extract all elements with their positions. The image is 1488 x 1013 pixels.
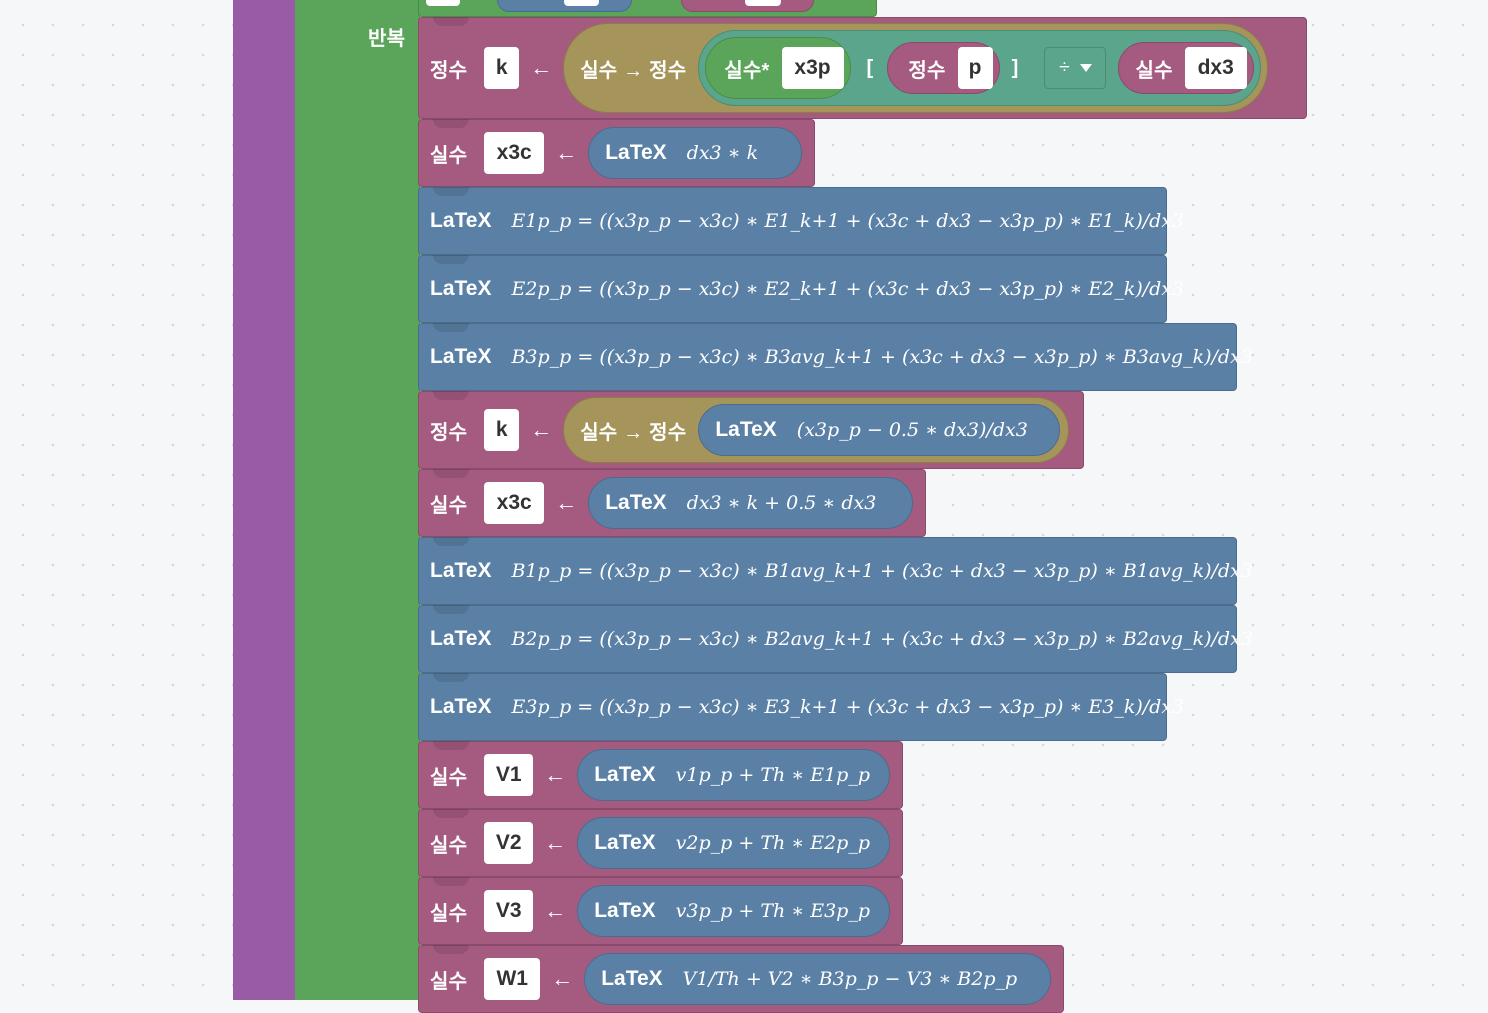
- latex-label: LaTeX: [601, 967, 663, 990]
- variable-v2-field[interactable]: V2: [484, 822, 534, 864]
- variable-w1-field[interactable]: W1: [484, 958, 541, 1000]
- divide-block[interactable]: 실수* x3p [ 정수 p ] ÷ 실수 dx3: [698, 30, 1261, 106]
- latex-label: LaTeX: [430, 695, 492, 718]
- variable-v1-field[interactable]: V1: [484, 754, 534, 796]
- real-to-int-block[interactable]: 실수 → 정수 실수* x3p [ 정수 p ] ÷ 실수 dx3: [563, 23, 1268, 113]
- real-assign-x3c-block-2[interactable]: 실수 x3c ← LaTeX dx3 ∗ k + 0.5 ∗ dx3: [418, 469, 926, 537]
- real-assign-v3-block[interactable]: 실수 V3 ← LaTeX v3p_p + Th ∗ E3p_p: [418, 877, 903, 945]
- latex-statement-b1[interactable]: LaTeX B1p_p = ((x3p_p − x3c) ∗ B1avg_k+1…: [418, 537, 1253, 605]
- latex-expression-pill[interactable]: LaTeX V1/Th + V2 ∗ B3p_p − V3 ∗ B2p_p: [584, 953, 1052, 1005]
- latex-expression[interactable]: V1/Th + V2 ∗ B3p_p − V3 ∗ B2p_p: [682, 968, 1018, 990]
- real-to-int-label: 실수 → 정수: [580, 59, 687, 82]
- operator-dropdown[interactable]: ÷: [1044, 47, 1107, 89]
- latex-label: LaTeX: [605, 491, 667, 514]
- latex-statement-e1[interactable]: LaTeX E1p_p = ((x3p_p − x3c) ∗ E1_k+1 + …: [418, 187, 1184, 255]
- assign-arrow: ←: [551, 966, 574, 991]
- latex-label: LaTeX: [594, 831, 656, 854]
- latex-expression-pill[interactable]: LaTeX dx3 ∗ k + 0.5 ∗ dx3: [588, 477, 914, 529]
- latex-statement-b3[interactable]: LaTeX B3p_p = ((x3p_p − x3c) ∗ B3avg_k+1…: [418, 323, 1253, 391]
- previous-field[interactable]: [564, 0, 599, 6]
- bracket-open: [: [866, 56, 874, 79]
- latex-label: LaTeX: [430, 627, 492, 650]
- real-type-label: 실수: [430, 970, 468, 993]
- latex-expression-pill[interactable]: LaTeX v3p_p + Th ∗ E3p_p: [577, 885, 891, 937]
- real-to-int-label: 실수 → 정수: [580, 421, 687, 444]
- latex-expression[interactable]: (x3p_p − 0.5 ∗ dx3)/dx3: [796, 419, 1028, 441]
- latex-expression[interactable]: v2p_p + Th ∗ E2p_p: [675, 832, 871, 854]
- latex-label: LaTeX: [430, 559, 492, 582]
- latex-expression[interactable]: dx3 ∗ k + 0.5 ∗ dx3: [686, 492, 877, 514]
- latex-expression[interactable]: dx3 ∗ k: [686, 142, 759, 164]
- assign-arrow: ←: [530, 55, 553, 80]
- latex-statement-e3[interactable]: LaTeX E3p_p = ((x3p_p − x3c) ∗ E3_k+1 + …: [418, 673, 1184, 741]
- real-type-label: 실수: [430, 766, 468, 789]
- variable-x3p-field[interactable]: x3p: [781, 47, 844, 89]
- latex-expression-pill[interactable]: LaTeX v2p_p + Th ∗ E2p_p: [577, 817, 891, 869]
- outer-loop-body[interactable]: [295, 0, 357, 1000]
- procedure-block-body[interactable]: [233, 0, 296, 1000]
- real-assign-v2-block[interactable]: 실수 V2 ← LaTeX v2p_p + Th ∗ E2p_p: [418, 809, 903, 877]
- int-type-label: 정수: [430, 421, 468, 444]
- latex-statement-b2[interactable]: LaTeX B2p_p = ((x3p_p − x3c) ∗ B2avg_k+1…: [418, 605, 1253, 673]
- bracket-close: ]: [1011, 56, 1019, 79]
- divide-operator: ÷: [1059, 57, 1070, 78]
- latex-expression[interactable]: B3p_p = ((x3p_p − x3c) ∗ B3avg_k+1 + (x3…: [511, 346, 1253, 368]
- latex-label: LaTeX: [430, 345, 492, 368]
- real-type-label: 실수: [430, 494, 468, 517]
- int-type-label: 정수: [908, 59, 946, 82]
- latex-expression[interactable]: B2p_p = ((x3p_p − x3c) ∗ B2avg_k+1 + (x3…: [511, 628, 1253, 650]
- assign-arrow: ←: [555, 140, 578, 165]
- chevron-down-icon: [1079, 64, 1092, 72]
- latex-label: LaTeX: [605, 141, 667, 164]
- latex-label: LaTeX: [430, 209, 492, 232]
- real-to-int-block[interactable]: 실수 → 정수 LaTeX (x3p_p − 0.5 ∗ dx3)/dx3: [563, 397, 1070, 463]
- latex-expression-pill[interactable]: LaTeX dx3 ∗ k: [588, 127, 803, 179]
- latex-expression-pill[interactable]: LaTeX (x3p_p − 0.5 ∗ dx3)/dx3: [698, 404, 1061, 456]
- latex-expression[interactable]: E2p_p = ((x3p_p − x3c) ∗ E2_k+1 + (x3c +…: [511, 278, 1185, 300]
- variable-k-field[interactable]: k: [484, 47, 520, 89]
- repeat-block-body[interactable]: [356, 0, 420, 1000]
- variable-x3c-field[interactable]: x3c: [484, 482, 545, 524]
- latex-statement-e2[interactable]: LaTeX E2p_p = ((x3p_p − x3c) ∗ E2_k+1 + …: [418, 255, 1184, 323]
- int-assign-k-block-2[interactable]: 정수 k ← 실수 → 정수 LaTeX (x3p_p − 0.5 ∗ dx3)…: [418, 391, 1084, 469]
- real-type-label: 실수: [1135, 59, 1173, 82]
- int-index-block[interactable]: 정수 p: [887, 42, 1000, 94]
- variable-k-field[interactable]: k: [484, 409, 520, 451]
- assign-arrow: ←: [555, 490, 578, 515]
- latex-expression[interactable]: v1p_p + Th ∗ E1p_p: [675, 764, 871, 786]
- previous-field[interactable]: [426, 0, 460, 6]
- variable-p-field[interactable]: p: [957, 47, 993, 89]
- latex-label: LaTeX: [594, 899, 656, 922]
- latex-expression-pill[interactable]: LaTeX v1p_p + Th ∗ E1p_p: [577, 749, 891, 801]
- int-assign-k-block[interactable]: 정수 k ← 실수 → 정수 실수* x3p [ 정수 p ] ÷ 실수 dx3: [418, 17, 1307, 119]
- variable-v3-field[interactable]: V3: [484, 890, 534, 932]
- real-type-label: 실수: [430, 144, 468, 167]
- int-type-label: 정수: [430, 59, 468, 82]
- real-list-block[interactable]: 실수* x3p: [705, 37, 851, 99]
- variable-x3c-field[interactable]: x3c: [484, 132, 545, 174]
- latex-expression[interactable]: E1p_p = ((x3p_p − x3c) ∗ E1_k+1 + (x3c +…: [511, 210, 1185, 232]
- assign-arrow: ←: [530, 417, 553, 442]
- latex-label: LaTeX: [430, 277, 492, 300]
- assign-arrow: ←: [544, 830, 567, 855]
- real-assign-v1-block[interactable]: 실수 V1 ← LaTeX v1p_p + Th ∗ E1p_p: [418, 741, 903, 809]
- latex-label: LaTeX: [715, 418, 777, 441]
- latex-expression[interactable]: v3p_p + Th ∗ E3p_p: [675, 900, 871, 922]
- assign-arrow: ←: [544, 762, 567, 787]
- latex-expression[interactable]: B1p_p = ((x3p_p − x3c) ∗ B1avg_k+1 + (x3…: [511, 560, 1253, 582]
- latex-expression[interactable]: E3p_p = ((x3p_p − x3c) ∗ E3_k+1 + (x3c +…: [511, 696, 1185, 718]
- assign-arrow: ←: [544, 898, 567, 923]
- real-type-label: 실수: [430, 834, 468, 857]
- real-assign-w1-block[interactable]: 실수 W1 ← LaTeX V1/Th + V2 ∗ B3p_p − V3 ∗ …: [418, 945, 1064, 1013]
- real-assign-x3c-block[interactable]: 실수 x3c ← LaTeX dx3 ∗ k: [418, 119, 815, 187]
- repeat-label: 반복: [368, 28, 406, 50]
- real-var-block[interactable]: 실수 dx3: [1118, 42, 1254, 94]
- previous-field[interactable]: [745, 0, 781, 6]
- real-star-label: 실수*: [724, 59, 770, 82]
- variable-dx3-field[interactable]: dx3: [1184, 47, 1247, 89]
- real-type-label: 실수: [430, 902, 468, 925]
- latex-label: LaTeX: [594, 763, 656, 786]
